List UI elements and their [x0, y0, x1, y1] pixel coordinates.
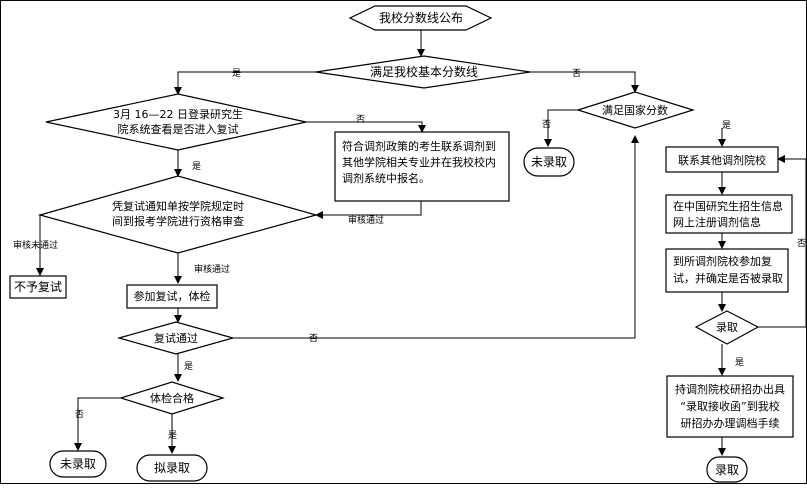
label-national-yes: 是: [722, 120, 731, 131]
node-start: 我校分数线公布: [348, 5, 493, 31]
edge-basic-yes: [174, 71, 316, 95]
process-retest-exam-label: 参加复试，体检: [134, 289, 211, 303]
process-adjust: 符合调剂政策的考生联系调剂到 其他学院相关专业并在我校校内 调剂系统中报名。: [334, 131, 510, 202]
process-retest-exam: 参加复试，体检: [126, 284, 218, 309]
decision-national: 满足国家分数: [576, 91, 696, 129]
edge-health-no: [74, 397, 121, 451]
decision-admit: 录取: [694, 310, 760, 345]
edge-adjust-to-notice: [315, 201, 422, 219]
process-adjust-label-3: 调剂系统中报名。: [342, 171, 430, 185]
label-admit-yes: 是: [735, 357, 744, 368]
label-login-yes: 是: [192, 161, 201, 172]
process-handle-transfer-label-1: 持调剂院校研招办出具: [675, 382, 785, 396]
decision-health: 体检合格: [118, 381, 226, 415]
terminal-not-admitted-left-label: 未录取: [60, 457, 96, 471]
decision-pass-label: 复试通过: [154, 331, 198, 345]
node-start-label: 我校分数线公布: [379, 10, 463, 25]
decision-basic-score: 满足我校基本分数线: [315, 55, 531, 89]
process-attend-retest-label-2: 试，并确定是否被录取: [673, 271, 783, 285]
process-no-retest-label: 不予复试: [14, 279, 62, 294]
decision-login: 3月 16—22 日登录研究生 院系统查看是否进入复试: [45, 93, 307, 151]
edge-labels: 是 否 否 是 审核通过 审核未通过 审核通过 否 是 否 是 否 是 是 否: [13, 68, 806, 441]
process-attend-retest: 到所调剂院校参加复 试，并确定是否被录取: [665, 248, 789, 293]
edge-national-no: [544, 109, 578, 147]
label-health-yes: 是: [168, 430, 177, 441]
label-review-fail: 审核未通过: [13, 239, 58, 251]
label-national-no: 否: [542, 119, 551, 130]
terminal-not-admitted-mid: 未录取: [523, 147, 575, 177]
process-adjust-label-1: 符合调剂政策的考生联系调剂到: [342, 139, 496, 153]
connectors: [36, 30, 807, 456]
decision-login-label-2: 院系统查看是否进入复试: [118, 122, 239, 136]
decision-admit-label: 录取: [716, 321, 738, 334]
process-handle-transfer: 持调剂院校研招办出具 “录取接收函”到我校 研招办办理调档手续: [666, 375, 794, 438]
terminal-not-admitted-left: 未录取: [49, 450, 107, 478]
terminal-tentative-admission: 拟录取: [136, 454, 208, 482]
label-pass-yes: 是: [184, 361, 193, 372]
process-register-label-1: 在中国研究生招生信息: [673, 199, 783, 213]
edge-pass-no: [233, 135, 639, 339]
terminal-tentative-admission-label: 拟录取: [154, 461, 190, 475]
decision-health-label: 体检合格: [150, 391, 194, 405]
process-register: 在中国研究生招生信息 网上注册调剂信息: [665, 194, 793, 234]
process-no-retest: 不予复试: [9, 275, 67, 299]
process-handle-transfer-label-2: “录取接收函”到我校: [680, 399, 779, 413]
decision-national-label: 满足国家分数: [602, 103, 668, 117]
process-register-label-2: 网上注册调剂信息: [673, 215, 761, 229]
edge-basic-no: [530, 71, 639, 93]
label-login-no: 否: [356, 114, 365, 125]
decision-basic-score-label: 满足我校基本分数线: [370, 64, 478, 79]
decision-notice: 凭复试通知单按学院规定时 间到报考学院进行资格审查: [37, 175, 319, 254]
terminal-not-admitted-mid-label: 未录取: [531, 155, 567, 169]
decision-login-label-1: 3月 16—22 日登录研究生: [113, 107, 243, 121]
process-attend-retest-label-1: 到所调剂院校参加复: [673, 254, 772, 268]
label-pass-no: 否: [309, 333, 318, 344]
process-contact: 联系其他调剂院校: [665, 146, 779, 173]
label-basic-yes: 是: [232, 68, 241, 79]
edge-login-no: [306, 121, 426, 133]
edge-admit-no: [758, 155, 807, 328]
label-health-no: 否: [75, 409, 84, 420]
process-handle-transfer-label-3: 研招办办理调档手续: [681, 416, 780, 430]
terminal-admitted: 录取: [706, 456, 748, 483]
terminal-admitted-label: 录取: [715, 463, 739, 477]
label-review-pass-adjust: 审核通过: [348, 214, 384, 226]
label-review-pass: 审核通过: [194, 263, 230, 275]
process-adjust-label-2: 其他学院相关专业并在我校校内: [342, 155, 496, 169]
process-contact-label: 联系其他调剂院校: [678, 153, 766, 167]
decision-notice-label-2: 间到报考学院进行资格审查: [112, 214, 244, 228]
decision-notice-label-1: 凭复试通知单按学院规定时: [112, 199, 244, 213]
label-basic-no: 否: [572, 68, 581, 79]
label-admit-no: 否: [797, 238, 806, 249]
decision-pass: 复试通过: [116, 321, 236, 355]
